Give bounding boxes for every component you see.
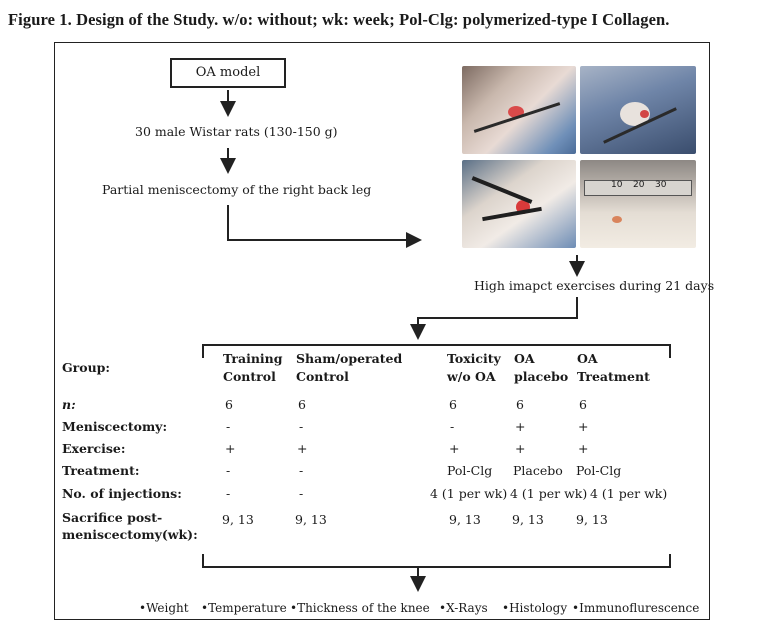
surgery-photo-2	[580, 66, 696, 154]
cell-n: 6	[449, 397, 457, 412]
ruler-tick-label: 10	[611, 180, 623, 190]
cell-meniscectomy: -	[226, 419, 231, 434]
row-label-injections: No. of injections:	[62, 486, 182, 501]
diagram-frame	[54, 42, 710, 620]
cell-meniscectomy: +	[515, 419, 526, 434]
row-label-treatment: Treatment:	[62, 463, 140, 478]
surgery-photo-1	[462, 66, 576, 154]
cell-sacrifice: 9, 13	[222, 512, 254, 527]
surgery-photo-3	[462, 160, 576, 248]
cell-treatment: -	[226, 463, 231, 478]
cell-n: 6	[516, 397, 524, 412]
cell-n: 6	[298, 397, 306, 412]
cell-sacrifice: 9, 13	[512, 512, 544, 527]
cell-injections: -	[226, 486, 231, 501]
cell-exercise: +	[578, 441, 589, 456]
cell-meniscectomy: +	[578, 419, 589, 434]
row-label-sacrifice-cont: meniscectomy(wk):	[62, 527, 198, 542]
cell-injections: 4 (1 per wk)	[430, 486, 508, 501]
cell-exercise: +	[515, 441, 526, 456]
outcome-item: •Thickness of the knee	[290, 601, 430, 615]
outcome-item: •Weight	[139, 601, 189, 615]
cell-treatment: -	[299, 463, 304, 478]
exercise-step: High imapct exercises during 21 days	[474, 278, 715, 293]
group-top-bracket	[202, 344, 671, 358]
syringe-photo: 10 20 30	[580, 160, 696, 248]
outcome-item: •Temperature	[201, 601, 287, 615]
cell-treatment: Pol-Clg	[576, 463, 622, 478]
cell-treatment: Pol-Clg	[447, 463, 493, 478]
outcome-item: •Histology	[502, 601, 568, 615]
surgery-step: Partial meniscectomy of the right back l…	[102, 182, 372, 197]
row-label-n: n:	[62, 397, 76, 412]
row-label-group: Group:	[62, 360, 111, 375]
rats-step: 30 male Wistar rats (130-150 g)	[135, 124, 338, 139]
cell-sacrifice: 9, 13	[295, 512, 327, 527]
cell-meniscectomy: -	[299, 419, 304, 434]
cell-injections: 4 (1 per wk)	[590, 486, 668, 501]
ruler-tick-label: 30	[655, 180, 667, 190]
cell-meniscectomy: -	[450, 419, 455, 434]
cell-treatment: Placebo	[513, 463, 563, 478]
row-label-exercise: Exercise:	[62, 441, 126, 456]
oa-model-box: OA model	[170, 58, 286, 88]
arrow-to-photos	[227, 205, 422, 248]
cell-injections: 4 (1 per wk)	[510, 486, 588, 501]
group-bottom-bracket	[202, 554, 671, 568]
arrow-to-groups	[410, 297, 578, 340]
cell-exercise: +	[225, 441, 236, 456]
cell-exercise: +	[297, 441, 308, 456]
cell-exercise: +	[449, 441, 460, 456]
ruler-tick-label: 20	[633, 180, 645, 190]
cell-n: 6	[579, 397, 587, 412]
cell-injections: -	[299, 486, 304, 501]
syringe-barrel: 10 20 30	[584, 180, 692, 196]
cell-n: 6	[225, 397, 233, 412]
row-label-sacrifice: Sacrifice post-	[62, 510, 163, 525]
outcome-item: •X-Rays	[439, 601, 488, 615]
cell-sacrifice: 9, 13	[449, 512, 481, 527]
cell-sacrifice: 9, 13	[576, 512, 608, 527]
figure-caption: Figure 1. Design of the Study. w/o: with…	[8, 10, 670, 29]
row-label-meniscectomy: Meniscectomy:	[62, 419, 168, 434]
outcome-item: •Immunoflurescence	[572, 601, 700, 615]
